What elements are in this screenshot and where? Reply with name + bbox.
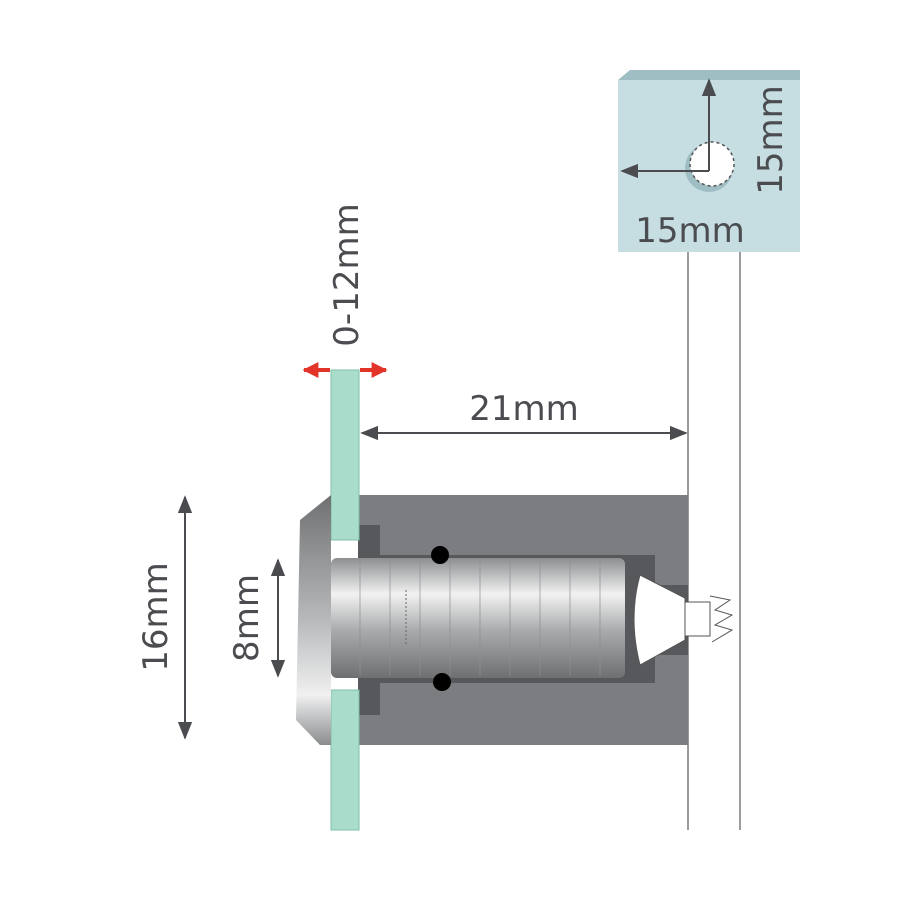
wall-section [687, 252, 741, 830]
hole-offset-vertical-label: 15mm [751, 85, 791, 195]
countersunk-screw [633, 574, 734, 666]
cap-head [296, 495, 331, 745]
drill-hole [689, 141, 735, 187]
hole-position-panel: 15mm 15mm [618, 70, 800, 252]
o-ring-bottom [433, 673, 451, 691]
threaded-barrel [331, 558, 625, 678]
barrel-diameter-label: 8mm [227, 574, 267, 662]
cap-diameter-label: 16mm [136, 562, 176, 672]
o-ring-top [431, 546, 449, 564]
standoff-distance-label: 21mm [469, 389, 579, 429]
glass-thickness-label: 0-12mm [327, 203, 367, 346]
hole-offset-horizontal-label: 15mm [635, 211, 745, 251]
glass-panel [330, 369, 360, 831]
